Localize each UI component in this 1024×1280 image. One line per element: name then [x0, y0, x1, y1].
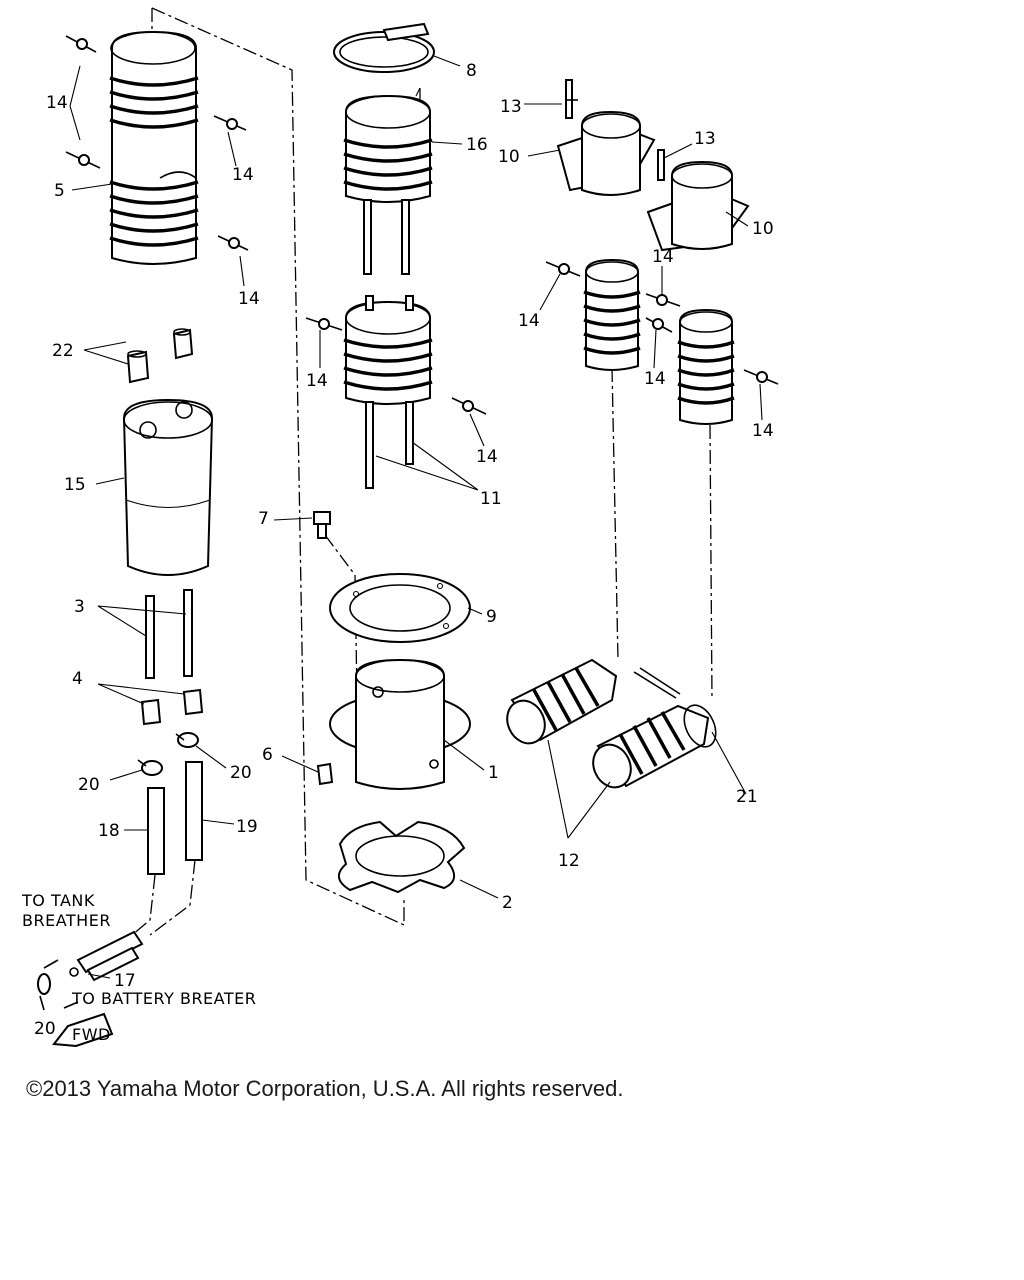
- label-14: 14: [238, 289, 260, 309]
- note-breather: BREATHER: [22, 911, 111, 930]
- part-9-gasket: [329, 573, 471, 643]
- label-13: 13: [694, 129, 716, 149]
- label-14: 14: [306, 371, 328, 391]
- part-7-bolt: [313, 511, 331, 539]
- part-12-bellows: [506, 658, 717, 789]
- label-2: 2: [502, 893, 513, 913]
- part-21-clamp: [633, 667, 681, 699]
- label-14: 14: [652, 247, 674, 267]
- label-19: 19: [236, 817, 258, 837]
- label-10: 10: [752, 219, 774, 239]
- label-14: 14: [46, 93, 68, 113]
- leader-lines: [69, 55, 763, 979]
- label-8: 8: [466, 61, 477, 81]
- label-15: 15: [64, 475, 86, 495]
- part-10-flanges: [556, 110, 750, 252]
- note-to-battery: TO BATTERY BREATER: [71, 989, 256, 1008]
- part-18-19-hoses: [147, 761, 203, 875]
- part-labels: 14 5 14 14 22 15 3 4 20 20 18 19 17 20 8…: [34, 61, 774, 1039]
- label-9: 9: [486, 607, 497, 627]
- routing-notes: TO TANK BREATHER TO BATTERY BREATER: [21, 891, 256, 1008]
- label-20: 20: [230, 763, 252, 783]
- label-14: 14: [476, 447, 498, 467]
- assembly-guide-lines: [119, 7, 713, 946]
- fwd-label: FWD: [72, 1025, 111, 1044]
- label-20: 20: [78, 775, 100, 795]
- part-15-housing: [122, 398, 214, 576]
- label-14: 14: [232, 165, 254, 185]
- label-10: 10: [498, 147, 520, 167]
- label-22: 22: [52, 341, 74, 361]
- part-14-clamps-left: [65, 35, 249, 251]
- label-13: 13: [500, 97, 522, 117]
- label-6: 6: [262, 745, 273, 765]
- label-3: 3: [74, 597, 85, 617]
- part-11-lower-hose: [343, 295, 433, 489]
- part-6-nut: [316, 762, 334, 786]
- part-17-joint: [69, 930, 144, 982]
- part-3-rods: [145, 589, 193, 679]
- label-7: 7: [258, 509, 269, 529]
- part-5-ribbed-hose: [109, 30, 199, 265]
- label-14: 14: [644, 369, 666, 389]
- label-5: 5: [54, 181, 65, 201]
- label-21: 21: [736, 787, 758, 807]
- part-8-clamp-ring: [333, 22, 435, 73]
- label-1: 1: [488, 763, 499, 783]
- part-4-grommets: [140, 688, 204, 726]
- part-22-caps: [126, 328, 194, 384]
- fwd-arrow: FWD: [43, 959, 114, 1048]
- label-11: 11: [480, 489, 502, 509]
- part-14-clamps-middle: [305, 317, 487, 415]
- label-12: 12: [558, 851, 580, 871]
- part-20-clips: [37, 732, 199, 1011]
- label-17: 17: [114, 971, 136, 991]
- right-ribbed-hoses: [583, 258, 735, 425]
- label-20: 20: [34, 1019, 56, 1039]
- copyright-text: ©2013 Yamaha Motor Corporation, U.S.A. A…: [26, 1076, 624, 1101]
- part-16-hose: [343, 87, 433, 275]
- label-4: 4: [72, 669, 83, 689]
- exploded-parts-diagram: FWD: [21, 7, 779, 1048]
- label-18: 18: [98, 821, 120, 841]
- label-14: 14: [518, 311, 540, 331]
- note-to-tank: TO TANK: [21, 891, 95, 910]
- part-13-pins: [565, 79, 665, 181]
- part-2-gasket: [338, 820, 466, 894]
- label-16: 16: [466, 135, 488, 155]
- label-14: 14: [752, 421, 774, 441]
- part-14-clamps-right: [545, 261, 779, 385]
- part-1-flange: [329, 658, 471, 790]
